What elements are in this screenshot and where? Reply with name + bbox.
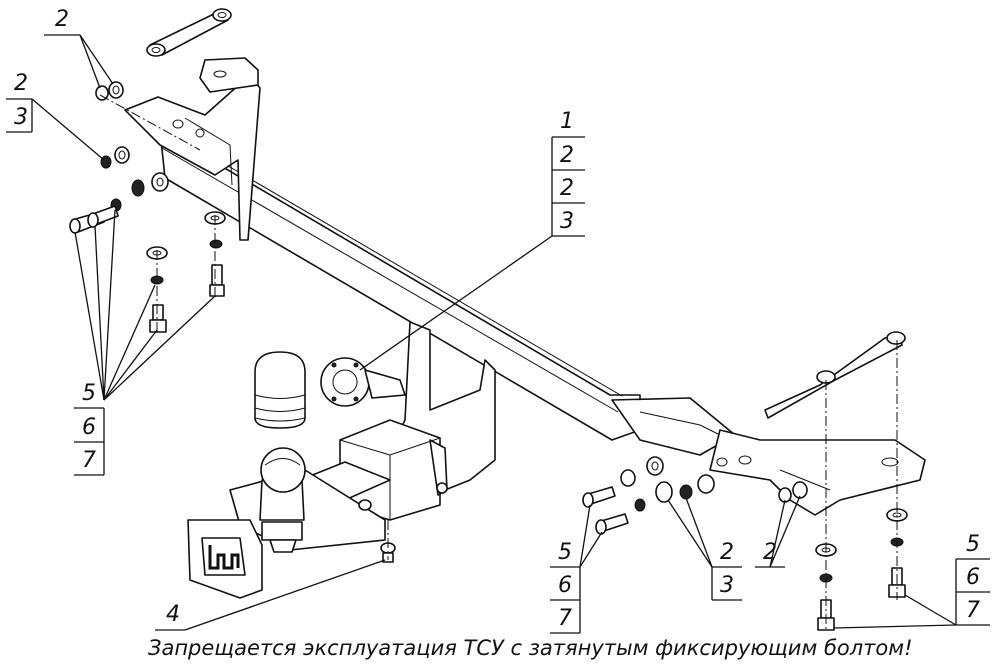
callout-3-left: 3 bbox=[14, 105, 28, 130]
callout-2-bottom: 2 bbox=[720, 540, 734, 565]
callout-7-right: 7 bbox=[966, 598, 980, 623]
callout-7-left: 7 bbox=[82, 448, 96, 473]
right-fasteners bbox=[380, 340, 908, 632]
tow-ball-cap bbox=[254, 351, 306, 429]
callout-5-left: 5 bbox=[82, 381, 96, 406]
callout-3-bottom: 3 bbox=[720, 573, 734, 598]
callout-1-center: 1 bbox=[560, 109, 574, 134]
callout-2-top-left: 2 bbox=[55, 7, 69, 32]
left-strap bbox=[146, 8, 232, 57]
hitch-cover-plate bbox=[187, 519, 263, 599]
callout-2a-center: 2 bbox=[560, 143, 574, 168]
callouts: 2 2 3 1 2 2 3 5 6 7 4 bbox=[6, 7, 990, 634]
callout-3-center: 3 bbox=[560, 209, 574, 234]
left-bracket bbox=[124, 57, 261, 241]
left-fasteners bbox=[69, 81, 226, 335]
tow-ball bbox=[259, 447, 306, 553]
right-strap bbox=[764, 331, 906, 419]
callout-6-bottom: 6 bbox=[558, 573, 572, 598]
callout-5-right: 5 bbox=[966, 532, 980, 557]
callout-2-left: 2 bbox=[14, 71, 28, 96]
callout-5-bottom: 5 bbox=[558, 540, 572, 565]
callout-6-right: 6 bbox=[966, 565, 980, 590]
callout-4-bottom: 4 bbox=[166, 602, 180, 627]
warning-caption: Запрещается эксплуатация ТСУ с затянутым… bbox=[148, 636, 913, 660]
callout-7-bottom: 7 bbox=[558, 606, 572, 631]
callout-6-left: 6 bbox=[82, 415, 96, 440]
callout-2b-center: 2 bbox=[560, 176, 574, 201]
right-bracket bbox=[709, 429, 926, 516]
